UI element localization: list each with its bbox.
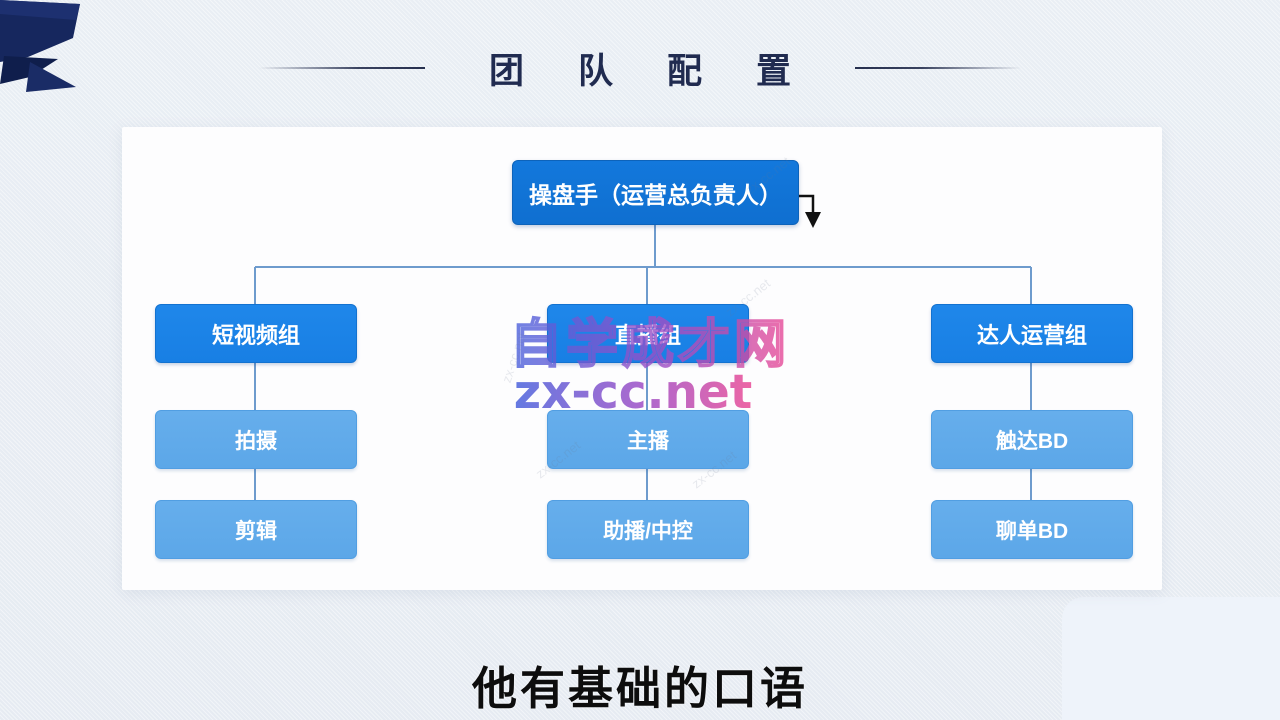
slide-title-row: 团队配置 xyxy=(0,44,1280,92)
page-title: 团队配置 xyxy=(488,51,845,91)
title-right-rule xyxy=(855,67,1021,69)
org-node-assistant-control: 助播/中控 xyxy=(547,500,749,559)
org-chart-card: 操盘手（运营总负责人） 短视频组 直播组 达人运营组 拍摄 剪辑 主播 助播/中… xyxy=(122,127,1162,590)
org-node-group-short-video: 短视频组 xyxy=(155,304,357,363)
bottom-right-panel xyxy=(1062,597,1280,720)
org-node-host: 主播 xyxy=(547,410,749,469)
org-node-chat-bd: 聊单BD xyxy=(931,500,1133,559)
ribbon-decoration-icon xyxy=(0,0,80,92)
org-node-root: 操盘手（运营总负责人） xyxy=(512,160,799,225)
org-node-group-livestream: 直播组 xyxy=(547,304,749,363)
video-subtitle: 他有基础的口语 xyxy=(471,664,808,714)
org-node-group-kol-ops: 达人运营组 xyxy=(931,304,1133,363)
org-node-editing: 剪辑 xyxy=(155,500,357,559)
org-node-shooting: 拍摄 xyxy=(155,410,357,469)
title-left-rule xyxy=(258,67,425,69)
org-chart-connectors xyxy=(254,194,1032,500)
elbow-arrow-icon xyxy=(797,194,821,228)
org-node-reach-bd: 触达BD xyxy=(931,410,1133,469)
